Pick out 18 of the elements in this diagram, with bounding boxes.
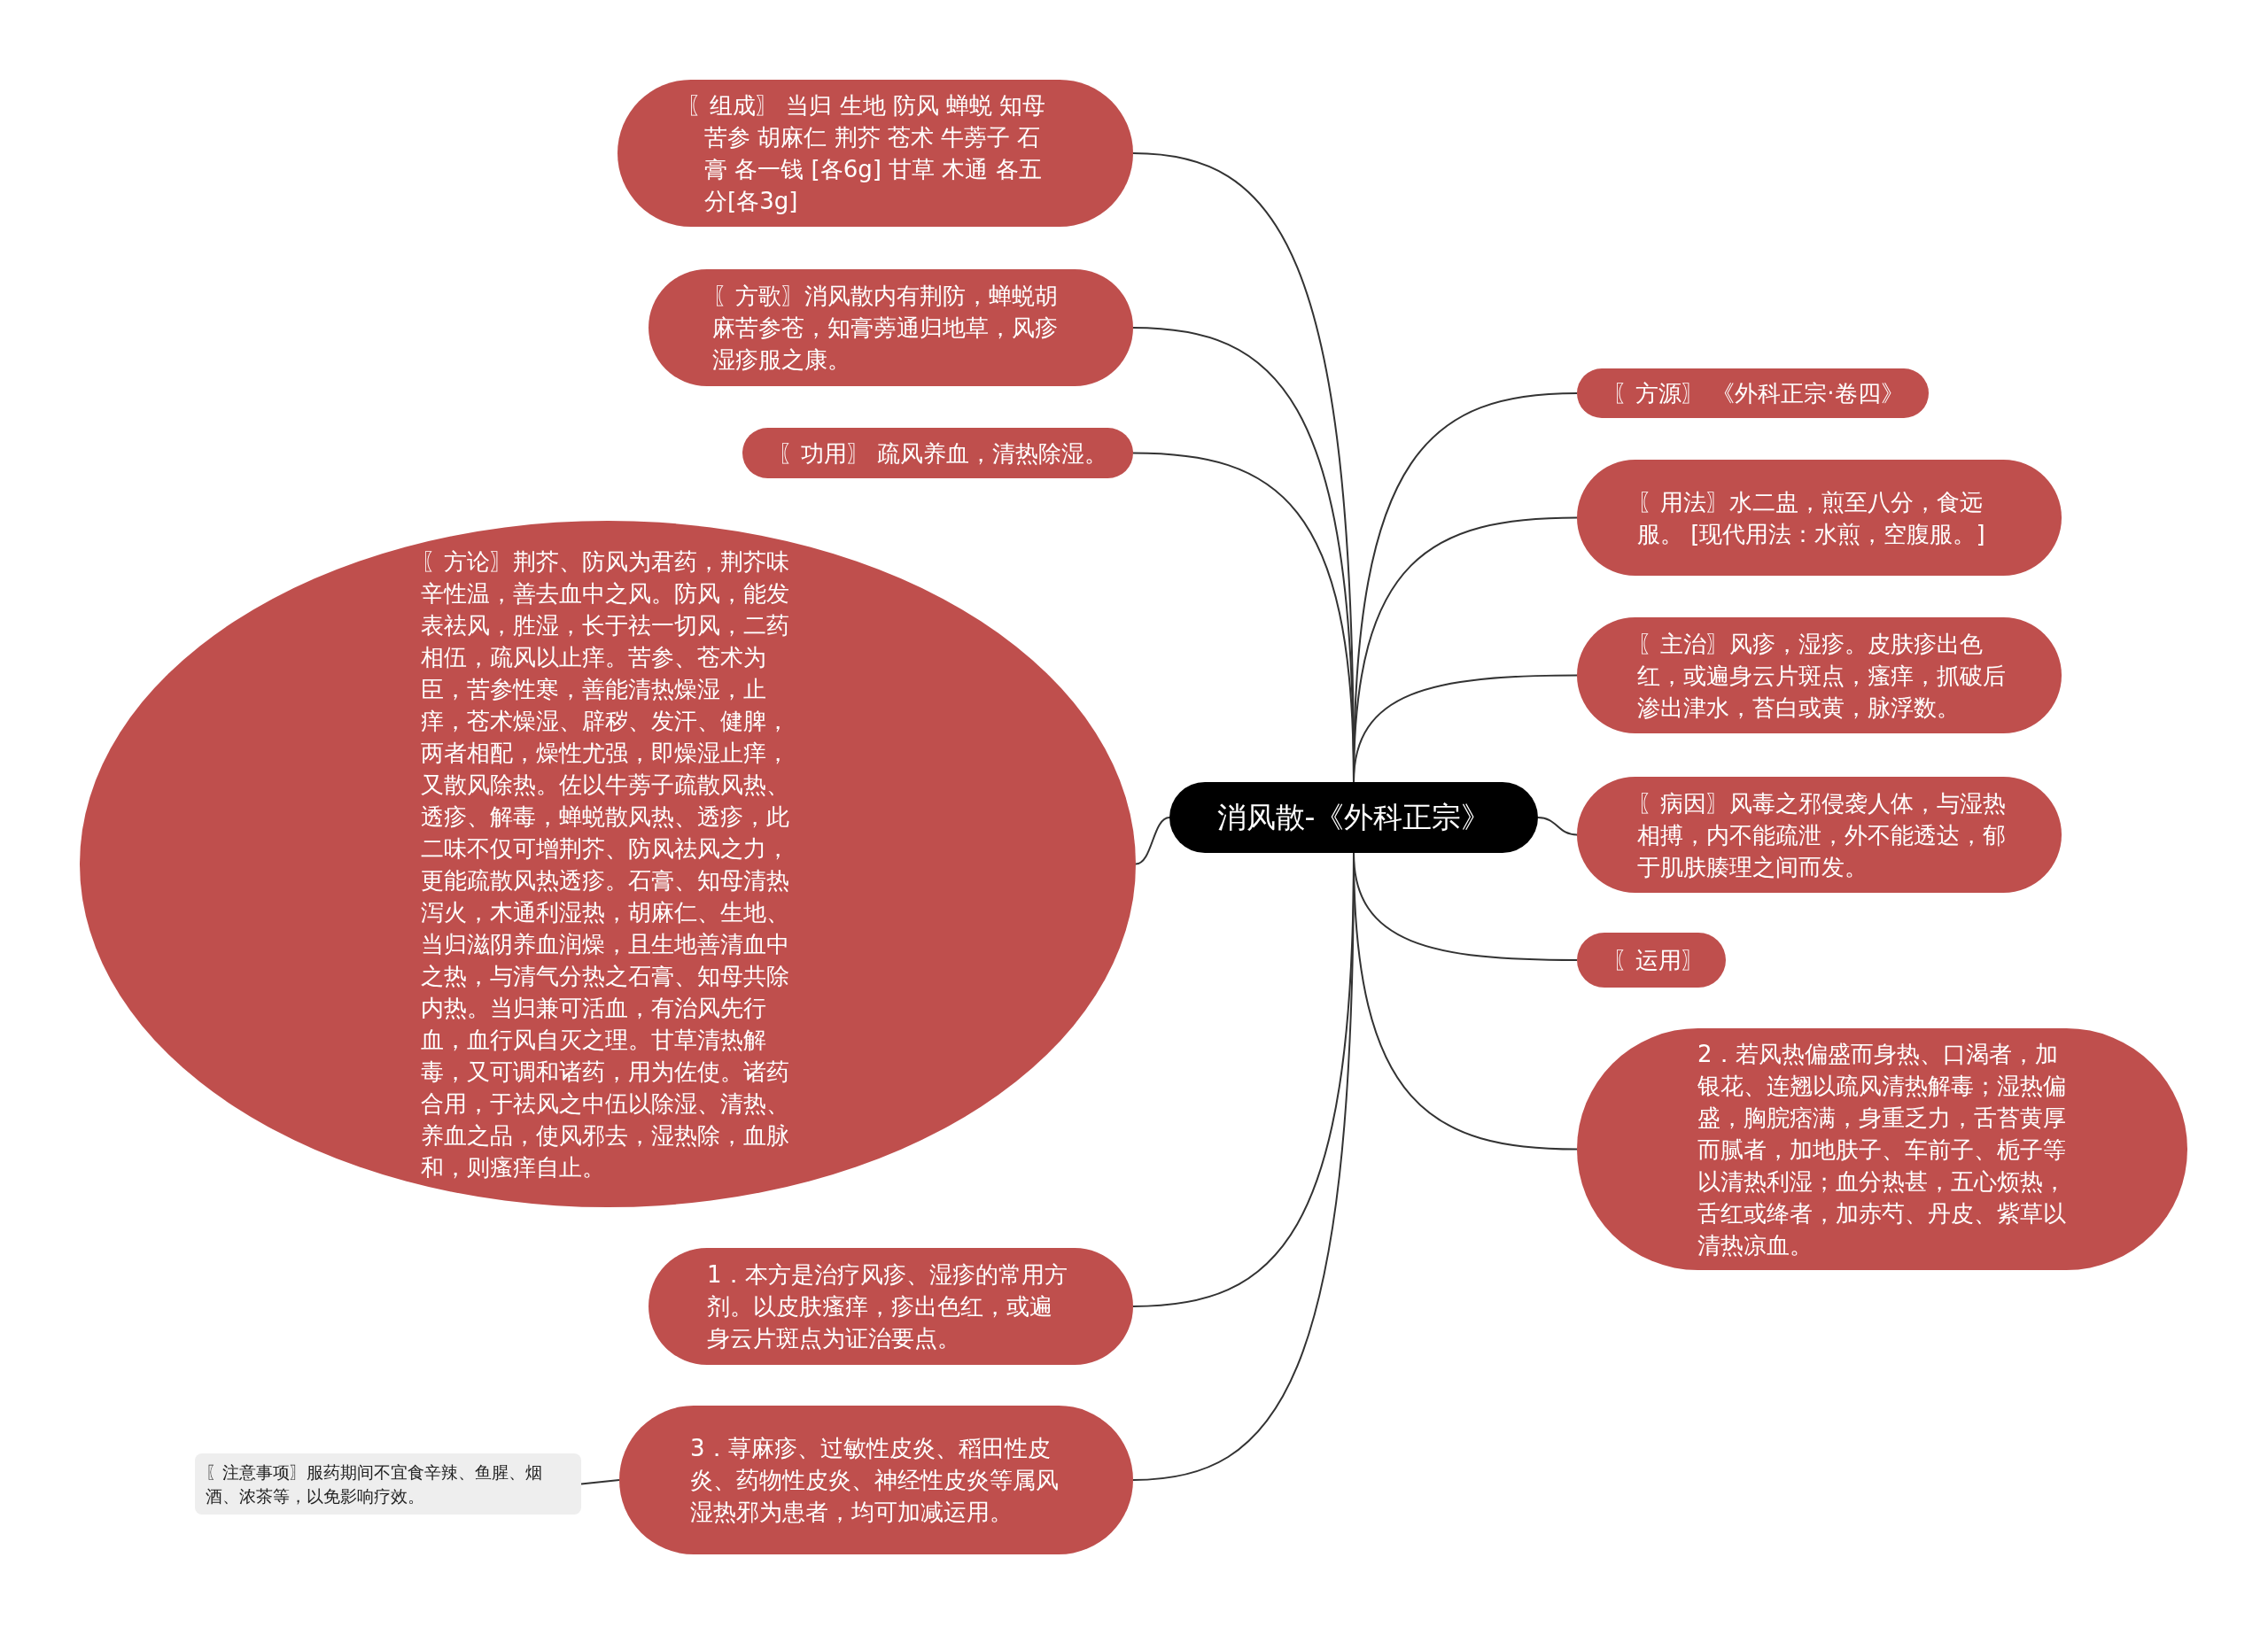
topic-box: 〖功用〗 疏风养血，清热除湿。 [742, 428, 1133, 478]
connector [1135, 817, 1170, 865]
central-topic: 消风散-《外科正宗》 [1169, 782, 1538, 853]
topic-box: 1．本方是治疗风疹、湿疹的常用方剂。以皮肤瘙痒，疹出色红，或遍身云片斑点为证治要点。 [649, 1248, 1133, 1365]
topic-ellipse: 〖方论〗荆芥、防风为君药，荆芥味辛性温，善去血中之风。防风，能发表祛风，胜湿，长于祛一切风，二药相伍，疏风以止痒。苦参、苍术为臣，苦参性寒，善能清热燥湿，止痒，苍术燥湿、辟秽、发汗、健脾，两者相配，燥性尤强，即燥湿止痒，又散风除热。佐以牛蒡子疏散风热、透疹、解毒，蝉蜕散风热、透疹，此二味不仅可增荆芥、防风祛风之力，更能疏散风热透疹。石膏、知母清热泻火，木通利湿热，胡麻仁、生地、当归滋阴养血润燥，且生地善清血中之热，与清气分热之石膏、知母共除内热。当归兼可活血，有治风先行血，血行风自灭之理。甘草清热解毒，又可调和诸药，用为佐使。诸药合用，于祛风之中伍以除湿、清热、养血之品，使风邪去，湿热除，血脉和，则瘙痒自止。 [80, 521, 1136, 1207]
topic-box: 〖主治〗风疹，湿疹。皮肤疹出色红，或遍身云片斑点，瘙痒，抓破后渗出津水，苔白或黄，脉浮数。 [1577, 617, 2062, 733]
topic-box: 〖组成〗 当归 生地 防风 蝉蜕 知母苦参 胡麻仁 荆芥 苍术 牛蒡子 石膏 各一钱 [各6g] 甘草 木通 各五分[各3g] [617, 80, 1133, 227]
connector [1353, 674, 1578, 783]
topic-box: 〖用法〗水二盅，煎至八分，食远服。 [现代用法：水煎，空腹服。] [1577, 460, 2062, 576]
connector [1537, 817, 1578, 836]
note-box: 〖注意事项〗服药期间不宜食辛辣、鱼腥、烟酒、浓茶等，以免影响疗效。 [195, 1453, 581, 1515]
topic-box: 〖病因〗风毒之邪侵袭人体，与湿热相搏，内不能疏泄，外不能透达，郁于肌肤腠理之间而发。 [1577, 777, 2062, 893]
topic-box: 2．若风热偏盛而身热、口渴者，加银花、连翘以疏风清热解毒；湿热偏盛，胸脘痞满，身重乏力，舌苔黄厚而腻者，加地肤子、车前子、栀子等以清热利湿；血分热甚，五心烦热，舌红或绛者，加赤芍、丹皮、紫草以清热凉血。 [1577, 1028, 2187, 1270]
connector [580, 1479, 620, 1485]
topic-box: 3．荨麻疹、过敏性皮炎、稻田性皮炎、药物性皮炎、神经性皮炎等属风湿热邪为患者，均可加减运用。 [619, 1406, 1133, 1554]
topic-box: 〖运用〗 [1577, 933, 1726, 988]
topic-box: 〖方歌〗消风散内有荆防，蝉蜕胡麻苦参苍，知膏蒡通归地草，风疹湿疹服之康。 [649, 269, 1133, 386]
topic-box: 〖方源〗 《外科正宗·卷四》 [1577, 368, 1929, 418]
